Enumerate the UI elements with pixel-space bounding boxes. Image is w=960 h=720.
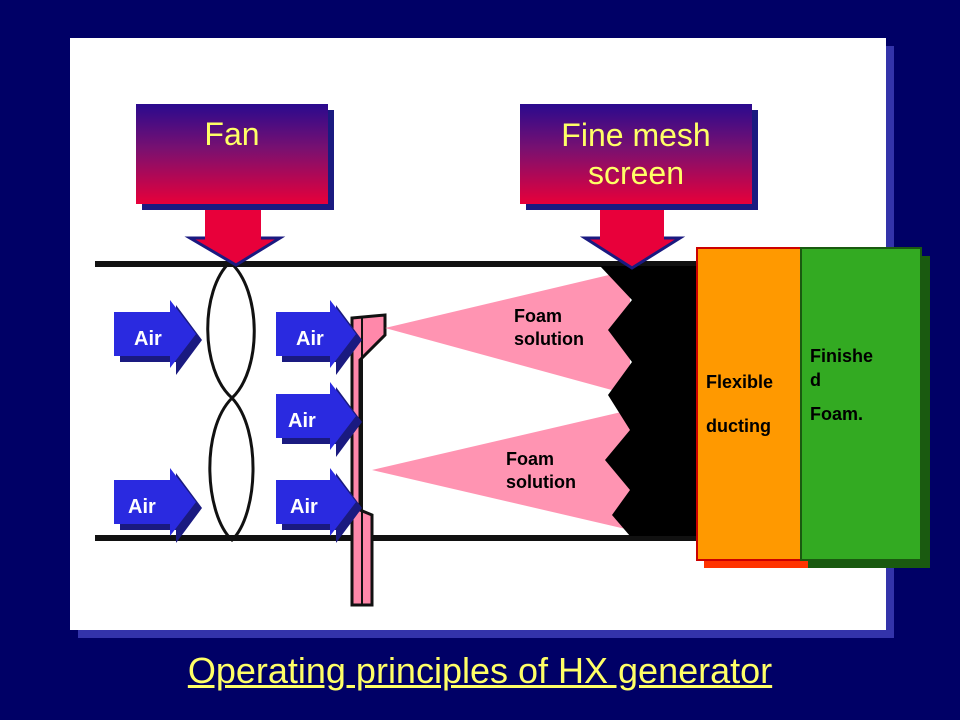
air-arrow-1 xyxy=(114,300,202,375)
air-label-4: Air xyxy=(128,496,156,518)
air-arrow-4 xyxy=(114,468,202,543)
foam-spray-upper xyxy=(385,270,630,395)
ducting-line-1: Flexible xyxy=(706,372,774,392)
finished-line-2: d xyxy=(810,370,821,390)
finished-foam-box xyxy=(800,247,922,561)
flexible-ducting-box xyxy=(696,247,802,561)
foam-solution-label-lower: Foam solution xyxy=(506,449,576,493)
nozzle-manifold xyxy=(350,313,387,607)
air-label-1: Air xyxy=(134,328,162,350)
slide-caption: Operating principles of HX generator xyxy=(187,650,773,691)
finished-line-3: Foam. xyxy=(810,404,864,424)
fan-blade-bottom xyxy=(208,395,255,543)
screen-callout: Fine mesh screen xyxy=(520,104,752,204)
air-label-3: Air xyxy=(288,410,316,432)
air-label-2: Air xyxy=(296,328,324,350)
air-arrow-2 xyxy=(276,300,362,375)
fan-blade-top xyxy=(206,259,256,401)
fan-callout-pointer xyxy=(184,236,286,267)
screen-callout-label: Fine mesh screen xyxy=(561,116,711,191)
air-arrow-5 xyxy=(276,468,362,543)
finished-foam-text: Finishe d Foam. xyxy=(810,344,914,426)
finished-line-1: Finishe xyxy=(810,346,874,366)
air-arrow-3 xyxy=(276,382,362,457)
screen-callout-stem xyxy=(600,210,664,240)
foam-spray-lower xyxy=(372,410,630,530)
fan-callout-label: Fan xyxy=(204,115,260,152)
fan-callout-stem xyxy=(205,210,261,240)
ducting-line-2: ducting xyxy=(706,416,771,436)
air-label-5: Air xyxy=(290,496,318,518)
fan-callout: Fan xyxy=(136,104,328,204)
fine-mesh-screen xyxy=(600,266,700,536)
foam-solution-label-upper: Foam solution xyxy=(514,306,584,350)
flexible-ducting-text: Flexible ducting xyxy=(706,360,802,448)
